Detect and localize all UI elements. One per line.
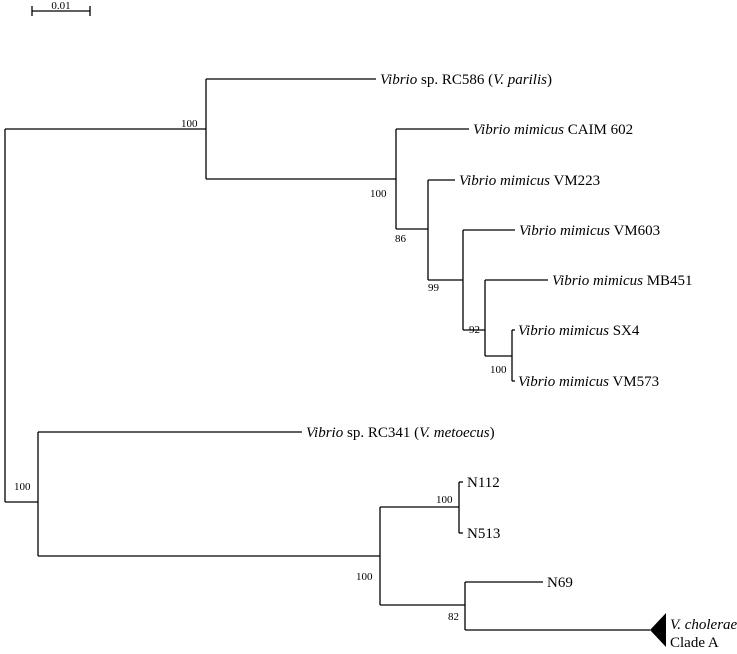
root-branches [4,128,206,503]
taxon-labels: Vibrio sp. RC586 (V. parilis) Vibrio mim… [306,72,737,651]
bootstrap-mimicus-inner3: 92 [469,324,480,336]
taxon-cholerae-clade: Clade A [670,635,719,651]
bootstrap-mimicus-inner2: 99 [428,282,440,294]
scale-bar: 0.01 [31,0,91,16]
taxon-vm603: Vibrio mimicus VM603 [519,223,660,239]
taxon-rc586: Vibrio sp. RC586 (V. parilis) [380,72,552,88]
taxon-mb451: Vibrio mimicus MB451 [552,273,693,289]
lower-clade-branches [37,431,650,631]
bootstrap-values: 100 100 100 86 99 92 100 100 100 82 [14,118,507,623]
upper-clade-branches [205,78,548,382]
bootstrap-mimicus-clade: 100 [370,188,387,200]
bootstrap-n69-cholerae: 82 [448,611,459,623]
bootstrap-upper-clade: 100 [181,118,198,130]
taxon-cholerae: V. cholerae [670,617,737,633]
bootstrap-root: 100 [14,481,31,493]
bootstrap-mimicus-inner: 86 [395,233,407,245]
taxon-rc341: Vibrio sp. RC341 (V. metoecus) [306,425,495,441]
taxon-vm223: Vibrio mimicus VM223 [459,173,600,189]
taxon-n69: N69 [547,575,573,591]
scale-bar-label: 0.01 [51,0,70,12]
bootstrap-n112-n513: 100 [436,494,453,506]
taxon-caim602: Vibrio mimicus CAIM 602 [473,122,633,138]
taxon-sx4: Vibrio mimicus SX4 [518,323,640,339]
taxon-vm573: Vibrio mimicus VM573 [518,374,659,390]
taxon-n112: N112 [467,475,500,491]
taxon-n513: N513 [467,526,500,542]
bootstrap-sx4-vm573: 100 [490,364,507,376]
collapsed-clade-triangle [650,613,666,647]
bootstrap-lower-clade: 100 [356,571,373,583]
